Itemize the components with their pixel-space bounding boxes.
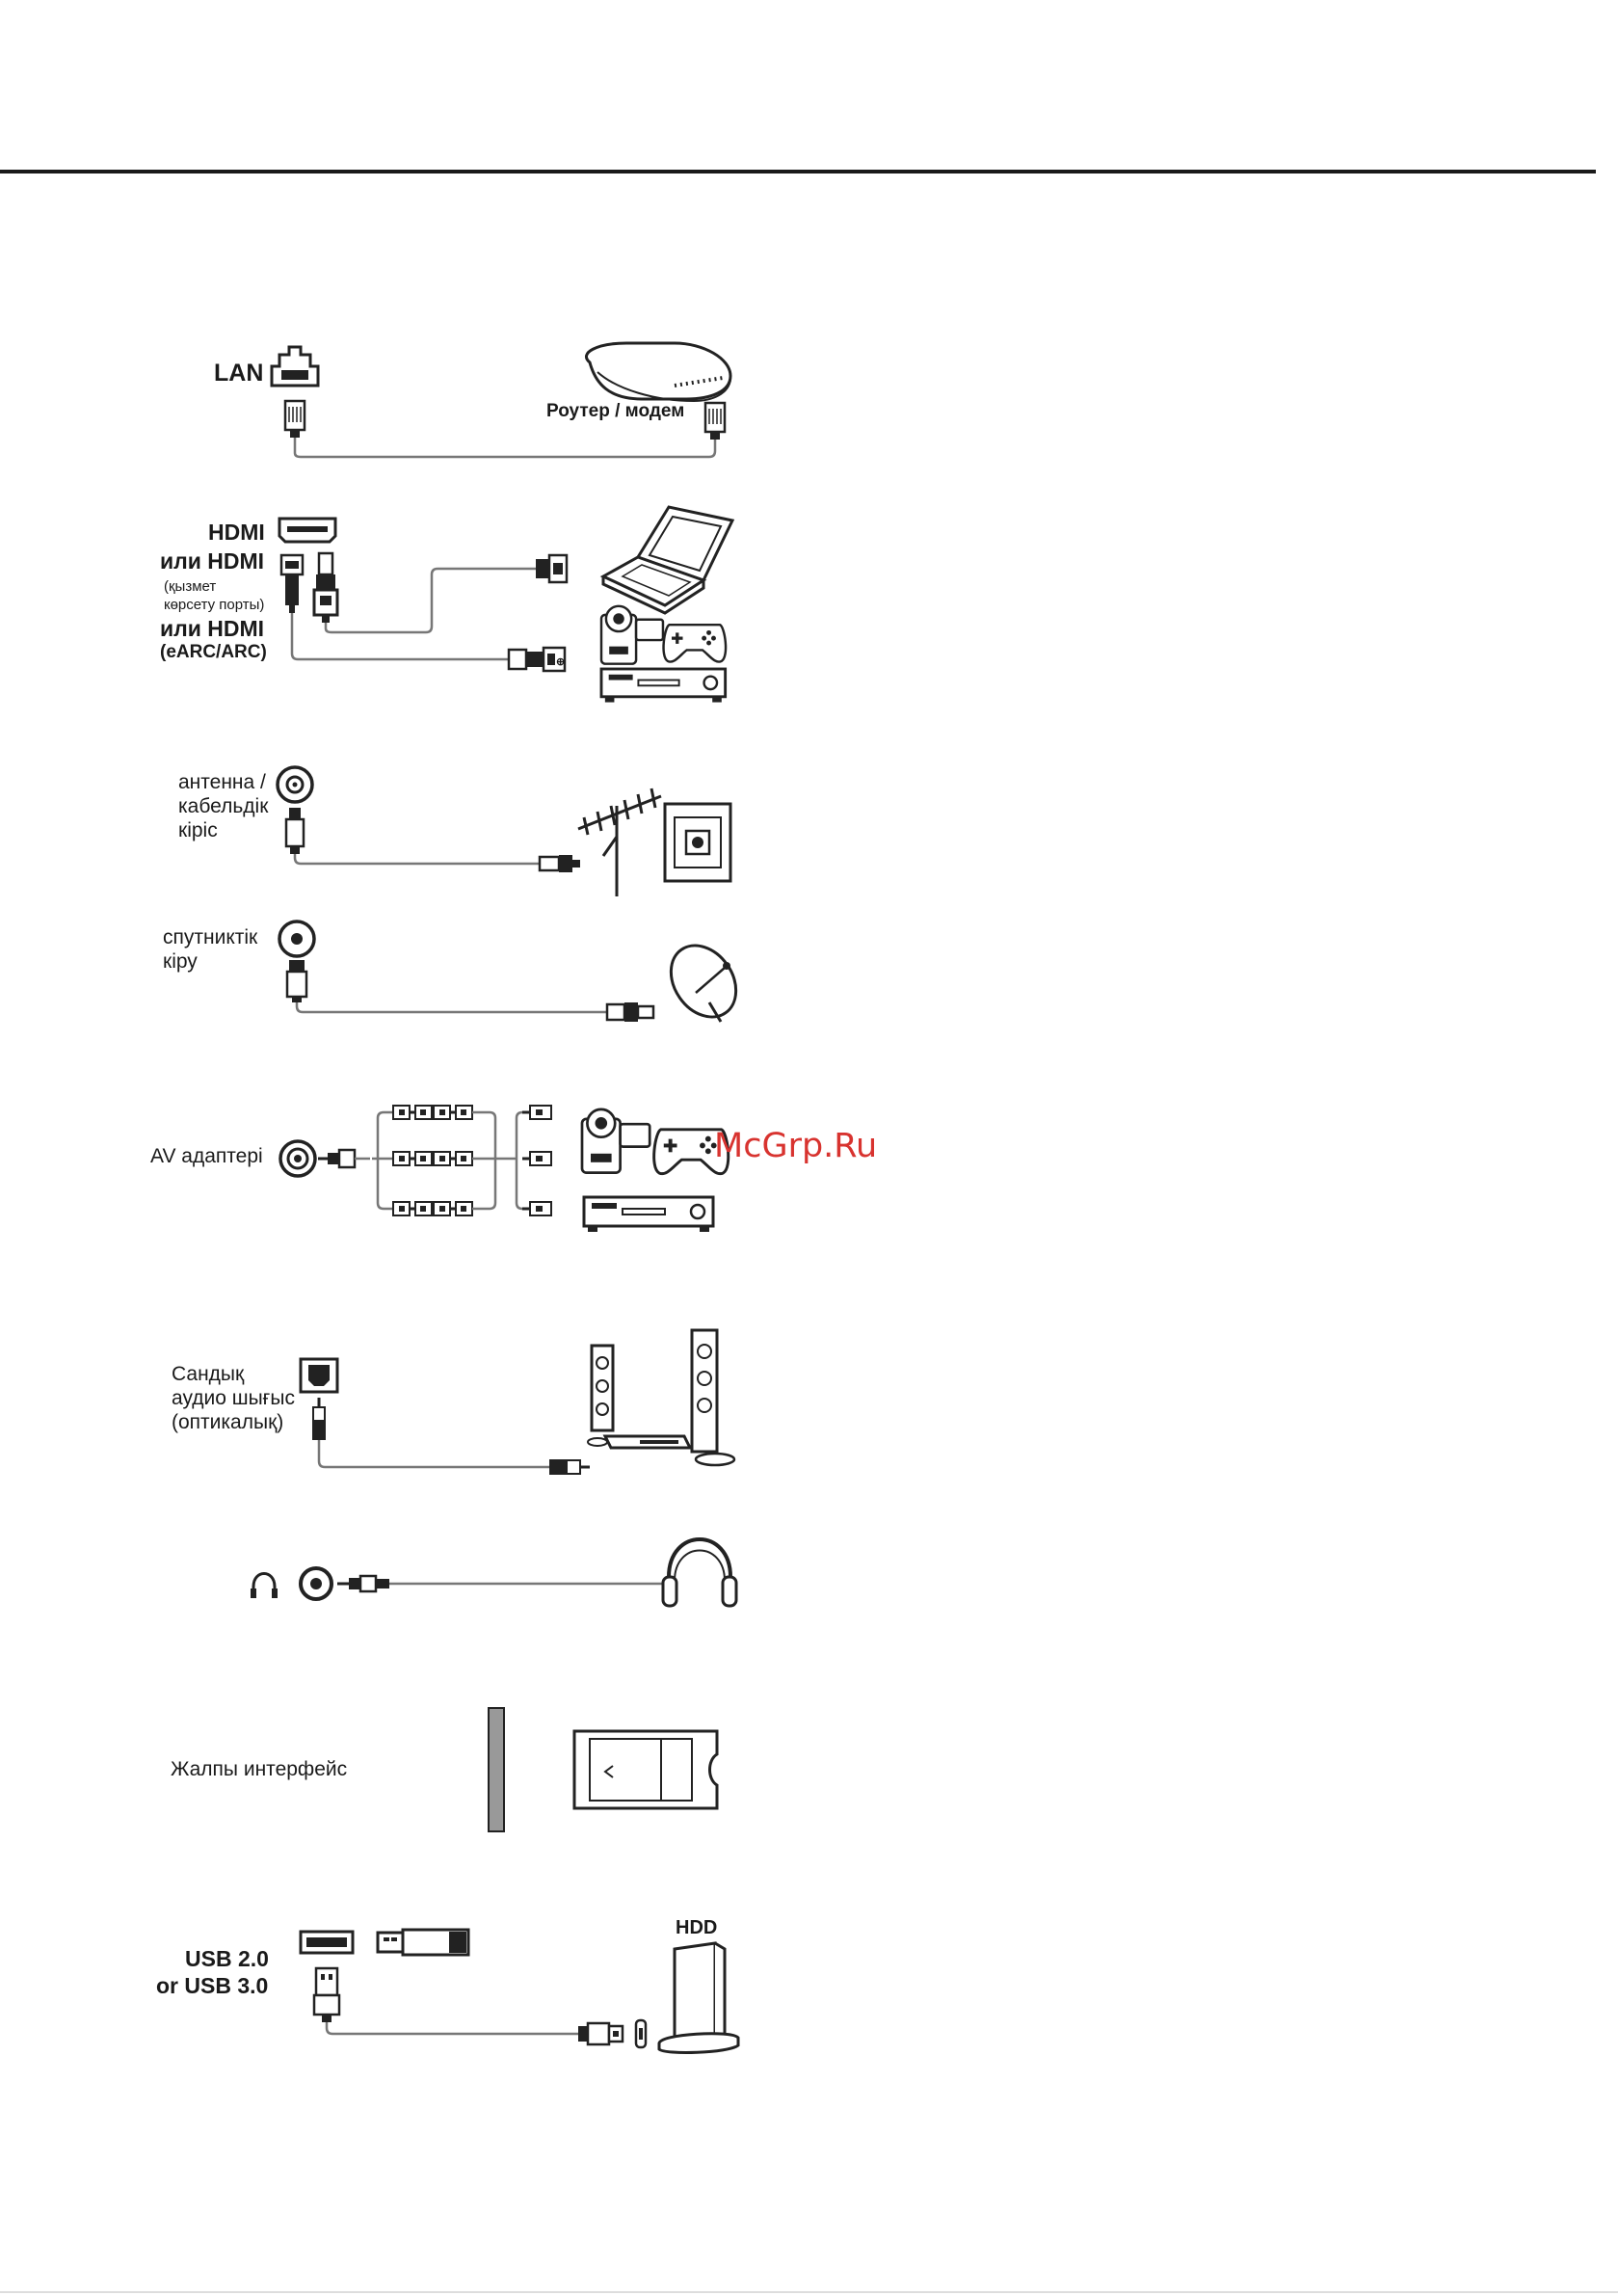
hdmi-plug-laptop (536, 555, 567, 582)
rj45-plug-tv (285, 401, 305, 438)
antenna-icon (578, 788, 661, 896)
usb-plug-tv (314, 1968, 339, 2022)
satellite-cable (297, 1002, 607, 1012)
av-cable-join-left (472, 1112, 495, 1209)
hdmi-cable-1 (326, 569, 536, 632)
satellite-section: спутниктік кіру (163, 921, 750, 1029)
laptop-icon (603, 507, 732, 613)
speaker-system-icon (588, 1330, 734, 1465)
camcorder-icon (582, 1109, 650, 1173)
hdmi-label-2-note-1: (қызмет (164, 578, 216, 595)
antenna-label-2: кабельдік (178, 795, 269, 817)
ci-section: Жалпы интерфейс (171, 1708, 717, 1831)
optical-port-icon (301, 1359, 337, 1392)
rj45-port-icon (272, 347, 318, 386)
receiver-icon (601, 669, 726, 703)
antenna-cable (295, 854, 540, 864)
hdmi-label-3-note: (eARC/ARC) (160, 642, 267, 662)
hdmi-plug-left (281, 555, 303, 613)
receiver-icon (584, 1197, 713, 1232)
optical-section: Сандық аудио шығыс (оптикалық) (172, 1330, 734, 1475)
ci-slot-icon (489, 1708, 504, 1831)
hdmi-section: HDMI или HDMI (қызмет көрсету порты) или… (160, 507, 732, 703)
usb-section: USB 2.0 or USB 3.0 HD (156, 1917, 738, 2052)
ci-label: Жалпы интерфейс (171, 1758, 347, 1780)
hdmi-plug-devices: ⊕ (509, 648, 565, 671)
hdd-label: HDD (676, 1917, 717, 1938)
antenna-label-1: антенна / (178, 771, 266, 793)
coax-port-icon (278, 767, 312, 802)
hdmi-label-2: или HDMI (160, 548, 264, 574)
ci-card-icon (574, 1731, 717, 1808)
av-jack-icon (280, 1141, 315, 1176)
svg-text:⊕: ⊕ (556, 656, 565, 668)
antenna-label-3: кіріс (178, 819, 218, 841)
optical-label-1: Сандық (172, 1363, 245, 1385)
av-cable-split (372, 1112, 395, 1209)
usb-plug-hdd (578, 2020, 646, 2047)
camcorder-icon (601, 606, 663, 664)
hdmi-label-1: HDMI (208, 520, 265, 545)
lan-section: LAN Роутер / модем (214, 343, 730, 457)
router-icon (586, 343, 730, 401)
rca-plug-icon (434, 1152, 472, 1165)
watermark: McGrp.Ru (714, 1127, 877, 1165)
usb-cable (327, 2022, 578, 2034)
hdmi-plug-right (314, 553, 337, 623)
satellite-plug-dish (607, 1002, 653, 1022)
av-label: AV адаптері (150, 1145, 263, 1167)
rca-plug-icon (522, 1202, 551, 1215)
headphone-symbol-icon (251, 1574, 278, 1599)
rj45-plug-router (705, 403, 725, 440)
hdmi-port-icon (279, 519, 335, 542)
hdmi-label-3: или HDMI (160, 616, 264, 641)
usb-stick-icon (378, 1930, 468, 1955)
coax-plug-tv (286, 808, 304, 854)
rca-plug-icon (393, 1202, 432, 1215)
rca-plug-icon (522, 1106, 551, 1119)
headphone-section (251, 1539, 736, 1606)
headphone-jack-icon (301, 1568, 332, 1599)
satellite-dish-icon (657, 933, 749, 1029)
optical-cable (319, 1440, 549, 1467)
av-section: AV адаптері (150, 1106, 729, 1232)
satellite-plug-tv (287, 960, 306, 1002)
headphone-plug (337, 1576, 389, 1591)
optical-label-2: аудио шығыс (172, 1387, 295, 1409)
wall-socket-icon (665, 804, 730, 881)
lan-cable (295, 438, 715, 457)
antenna-section: антенна / кабельдік кіріс (178, 767, 730, 896)
rca-plug-icon (522, 1152, 551, 1165)
lan-label: LAN (214, 360, 263, 387)
satellite-label-1: спутниктік (163, 926, 258, 948)
satellite-port-icon (279, 921, 314, 956)
gamepad-icon (664, 625, 727, 661)
usb-port-icon (301, 1932, 353, 1953)
rca-plug-icon (434, 1106, 472, 1119)
headphone-icon (663, 1539, 736, 1606)
rca-plug-icon (393, 1106, 432, 1119)
coax-plug-antenna (540, 855, 580, 872)
optical-plug-tv (312, 1398, 326, 1440)
usb-label-1: USB 2.0 (185, 1946, 269, 1971)
optical-label-3: (оптикалық) (172, 1411, 283, 1433)
av-mini-plug (318, 1150, 355, 1167)
hdd-icon (659, 1943, 738, 2052)
hdmi-label-2-note-2: көрсету порты) (164, 597, 264, 613)
av-cable-join-right (495, 1112, 528, 1209)
rca-plug-icon (393, 1152, 432, 1165)
optical-plug-speaker (549, 1459, 590, 1475)
rca-plug-icon (434, 1202, 472, 1215)
usb-label-2: or USB 3.0 (156, 1973, 268, 1998)
router-label: Роутер / модем (546, 401, 684, 421)
satellite-label-2: кіру (163, 950, 198, 973)
